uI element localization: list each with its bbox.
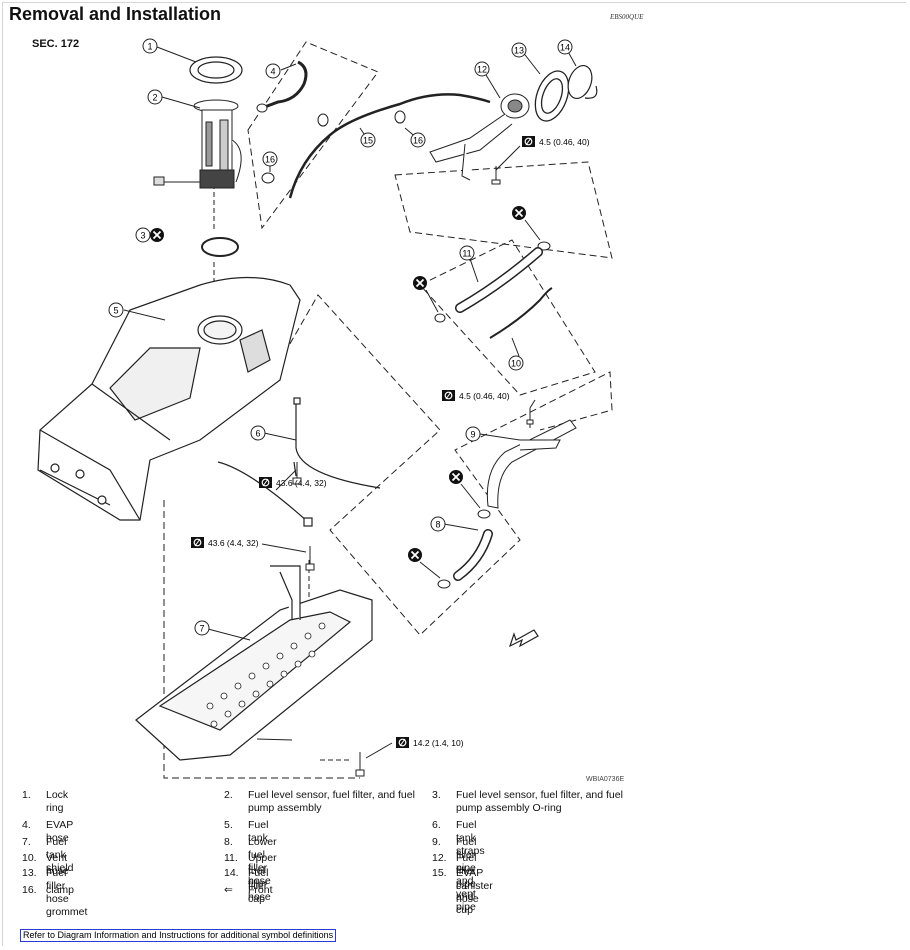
callout-9: 9	[465, 426, 481, 442]
svg-text:5: 5	[113, 306, 118, 316]
fuel-tank-straps	[217, 397, 381, 527]
svg-text:14: 14	[560, 43, 570, 53]
evap-canister-hose	[288, 93, 491, 199]
bolts	[292, 166, 534, 777]
callout-13: 13	[511, 42, 527, 58]
section-label: SEC. 172	[32, 38, 80, 50]
callout-15: 15	[360, 132, 376, 148]
torque-wrench-icon	[521, 135, 536, 148]
lock-ring	[189, 56, 243, 84]
evap-hose	[261, 60, 308, 110]
fuel-filler-cap	[567, 64, 598, 100]
svg-text:16: 16	[413, 136, 423, 146]
do-not-reuse-icon	[412, 275, 428, 291]
do-not-reuse-icon	[511, 205, 527, 221]
filler-hose-grommet	[534, 70, 570, 122]
callout-12: 12	[474, 61, 490, 77]
svg-text:3: 3	[140, 231, 145, 241]
fuel-filler-pipe-and-cup	[429, 93, 530, 181]
front-arrow-icon	[508, 629, 539, 648]
svg-text:1: 1	[147, 42, 152, 52]
svg-text:8: 8	[435, 520, 440, 530]
callout-6: 6	[250, 425, 266, 441]
callout-5: 5	[108, 302, 124, 318]
symbol-definitions-link[interactable]: Refer to Diagram Information and Instruc…	[20, 929, 337, 942]
fuel-pump-assembly	[153, 99, 242, 189]
svg-text:13: 13	[514, 46, 524, 56]
document-code: EBS00QUE	[610, 13, 644, 21]
svg-text:15: 15	[363, 136, 373, 146]
torque-wrench-icon	[395, 736, 410, 749]
svg-text:4: 4	[270, 67, 275, 77]
page-title: Removal and Installation	[9, 4, 222, 24]
fuel-tank	[37, 276, 301, 521]
callout-14: 14	[557, 39, 573, 55]
o-ring	[201, 237, 239, 257]
svg-text:12: 12	[477, 65, 487, 75]
callout-badges: 1 2 3 4 5 6 7 8 9 10 11 12 13 14 15 16 1…	[108, 38, 573, 636]
svg-text:7: 7	[199, 624, 204, 634]
do-not-reuse-icon	[407, 547, 423, 563]
callout-1: 1	[142, 38, 158, 54]
fuel-tank-shield	[135, 565, 373, 761]
svg-text:10: 10	[511, 359, 521, 369]
fuel-filler-pipe-and-vent-pipe	[486, 412, 577, 509]
callout-4: 4	[265, 63, 281, 79]
figure-code: WBIA0736E	[586, 776, 625, 783]
torque-specs: 4.5 (0.46, 40) 4.5 (0.46, 40) 43.6 (4.4,…	[190, 135, 590, 749]
torque-wrench-icon	[441, 389, 456, 402]
callout-16b: 16	[262, 151, 278, 167]
svg-text:6: 6	[255, 429, 260, 439]
svg-text:14.2 (1.4, 10): 14.2 (1.4, 10)	[413, 738, 464, 748]
torque-wrench-icon	[190, 536, 205, 549]
do-not-reuse-icon	[448, 469, 464, 485]
svg-text:43.6 (4.4, 32): 43.6 (4.4, 32)	[276, 478, 327, 488]
do-not-reuse-icon	[149, 227, 165, 243]
shield-holes	[206, 622, 326, 728]
svg-text:43.6 (4.4, 32): 43.6 (4.4, 32)	[208, 538, 259, 548]
callout-10: 10	[508, 355, 524, 371]
exploded-view-diagram: 1 2 3 4 5 6 7 8 9 10 11 12 13 14 15 16 1…	[37, 38, 613, 779]
torque-wrench-icon	[258, 476, 273, 489]
callout-8: 8	[430, 516, 446, 532]
callout-11: 11	[459, 245, 475, 261]
callout-2: 2	[147, 89, 163, 105]
callout-3: 3	[135, 227, 151, 243]
callout-16a: 16	[410, 132, 426, 148]
svg-text:2: 2	[152, 93, 157, 103]
callout-7: 7	[194, 620, 210, 636]
svg-text:16: 16	[265, 155, 275, 165]
dashed-guide-lines	[163, 41, 613, 779]
svg-text:4.5 (0.46, 40): 4.5 (0.46, 40)	[539, 137, 590, 147]
vent-hose	[489, 287, 553, 339]
svg-text:9: 9	[470, 430, 475, 440]
svg-text:4.5 (0.46, 40): 4.5 (0.46, 40)	[459, 391, 510, 401]
svg-text:11: 11	[462, 249, 471, 259]
